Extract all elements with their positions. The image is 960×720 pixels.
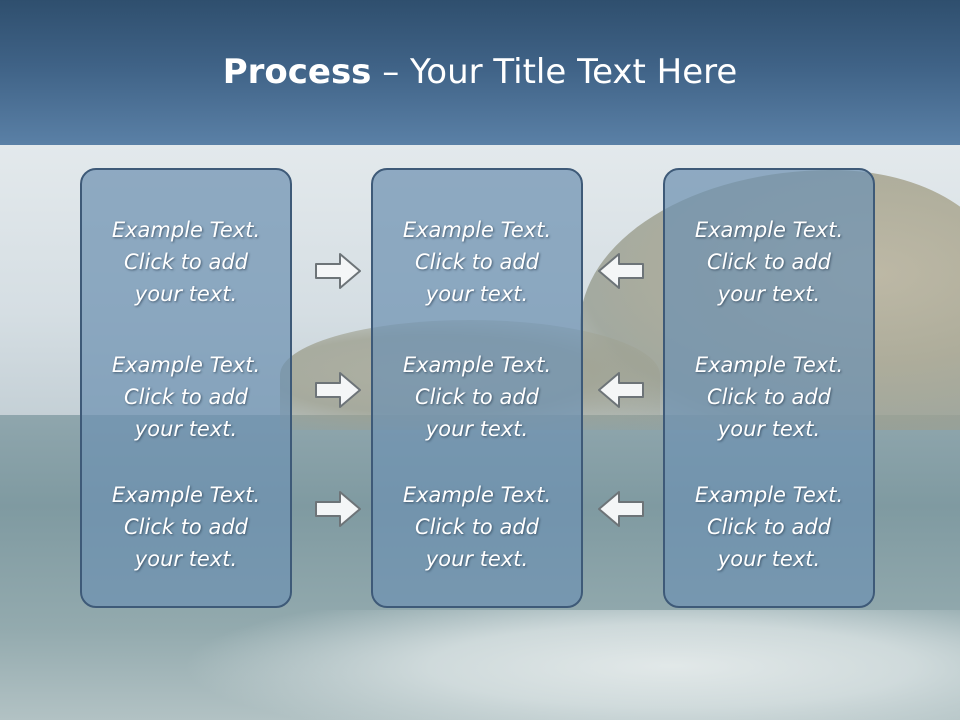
title-rest: – Your Title Text Here xyxy=(371,52,738,92)
left-arrow-icon xyxy=(598,253,644,289)
column-1-text-3[interactable]: Example Text. Click to add your text. xyxy=(111,483,261,571)
column-1-text-2[interactable]: Example Text. Click to add your text. xyxy=(111,353,261,441)
process-column-3[interactable]: Example Text. Click to add your text. Ex… xyxy=(663,168,875,608)
right-arrow-icon xyxy=(315,372,361,408)
title-bold: Process xyxy=(222,52,372,92)
process-column-2[interactable]: Example Text. Click to add your text. Ex… xyxy=(371,168,583,608)
column-3-text-3[interactable]: Example Text. Click to add your text. xyxy=(694,483,844,571)
left-arrow-icon xyxy=(598,372,644,408)
left-arrow-icon xyxy=(598,491,644,527)
right-arrow-icon xyxy=(315,253,361,289)
column-2-text-3[interactable]: Example Text. Click to add your text. xyxy=(402,483,552,571)
slide-title[interactable]: Process – Your Title Text Here xyxy=(0,52,960,92)
background-surf xyxy=(180,610,960,720)
column-1-text-1[interactable]: Example Text. Click to add your text. xyxy=(111,218,261,306)
right-arrow-icon xyxy=(315,491,361,527)
column-3-text-2[interactable]: Example Text. Click to add your text. xyxy=(694,353,844,441)
title-bar xyxy=(0,0,960,145)
column-2-text-2[interactable]: Example Text. Click to add your text. xyxy=(402,353,552,441)
column-3-text-1[interactable]: Example Text. Click to add your text. xyxy=(694,218,844,306)
process-column-1[interactable]: Example Text. Click to add your text. Ex… xyxy=(80,168,292,608)
column-2-text-1[interactable]: Example Text. Click to add your text. xyxy=(402,218,552,306)
